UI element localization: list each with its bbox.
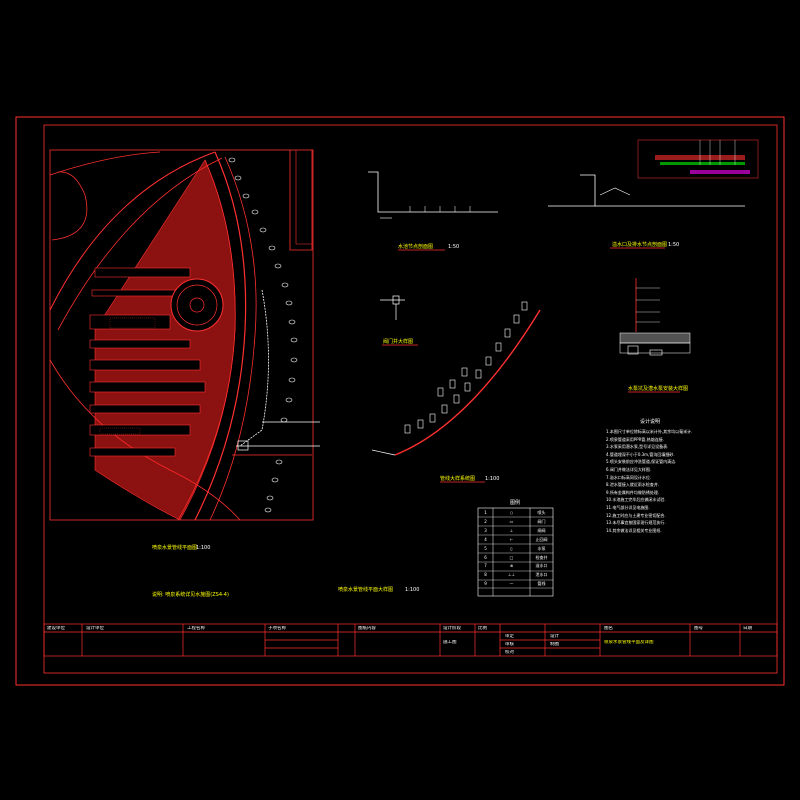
section2-title: 溢水口及排水节点剖面图 bbox=[612, 242, 668, 248]
arc-pipe-title: 管线大样系统图 bbox=[440, 476, 476, 482]
legend-row: 7⊗溢水口 bbox=[484, 563, 548, 569]
note-line: 6.阀门井做法详见大样图. bbox=[606, 466, 652, 472]
valve-title: 阀门井大样图 bbox=[383, 339, 414, 345]
notes-heading: 设计说明 bbox=[640, 419, 661, 425]
note-line: 4.管道埋深不小于0.3m,管沟回填细砂. bbox=[606, 451, 675, 457]
tb-check: 校对 bbox=[505, 650, 514, 655]
legend-row: 2▭阀门 bbox=[484, 518, 546, 524]
legend-title: 图例 bbox=[510, 500, 521, 506]
design-notes: 1.本图尺寸单位除标高以米计外,其余均以毫米计. 2.喷泉管道采用PPR管,热熔… bbox=[606, 428, 716, 534]
plan-scale: 1:100 bbox=[196, 545, 211, 551]
legend-row: 4⊢止回阀 bbox=[484, 536, 548, 542]
legend-row: 1○喷头 bbox=[484, 510, 546, 515]
note-line: 2.喷泉管道采用PPR管,热熔连接. bbox=[606, 436, 664, 442]
tb-approve: 审定 bbox=[505, 634, 514, 639]
note-line: 13.未尽事宜按国家现行规范执行. bbox=[606, 520, 666, 526]
arc-pipe-scale: 1:100 bbox=[485, 476, 500, 482]
note-line: 8.泄水管接入就近雨水检查井. bbox=[606, 482, 660, 488]
tb-drawing-name: 喷泉水景管线平面及详图 bbox=[604, 640, 654, 645]
arc-pipe-system bbox=[371, 301, 541, 483]
tb-draft: 制图 bbox=[550, 642, 559, 647]
title-block bbox=[43, 623, 778, 657]
tb-client: 建设单位 bbox=[47, 626, 65, 631]
pipe-plan-title: 喷泉水景管线平面大样图 bbox=[338, 587, 394, 593]
note-line: 5.喷头安装前应冲洗管道,保证管内清洁. bbox=[606, 459, 677, 465]
tb-phase: 施工图 bbox=[443, 640, 457, 645]
overflow-section-2 bbox=[548, 139, 759, 249]
note-line: 1.本图尺寸单位除标高以米计外,其余均以毫米计. bbox=[606, 429, 693, 434]
note-line: 9.所有金属构件均做防锈处理. bbox=[606, 489, 660, 495]
tb-review: 审核 bbox=[505, 642, 514, 647]
legend-rows: 1○喷头 2▭阀门 3⊥闸阀 4⊢止回阀 5▯水泵 6□检查井 7⊗溢水口 8⊥… bbox=[478, 509, 553, 589]
legend-row: 9—管线 bbox=[484, 581, 546, 587]
note-line: 3.水泵采用潜水泵,型号详见设备表. bbox=[606, 444, 669, 450]
tb-stage: 设计阶段 bbox=[443, 626, 461, 631]
sheet-inner-frame bbox=[43, 124, 778, 674]
pipe-plan-scale: 1:100 bbox=[405, 587, 420, 593]
section1-scale: 1:50 bbox=[448, 244, 460, 250]
plan-note: 说明: 喷泉系统详见水施图(ZS4-4) bbox=[152, 592, 229, 598]
tb-designer: 设计单位 bbox=[86, 626, 104, 631]
tb-subitem: 子项名称 bbox=[268, 626, 286, 631]
legend-row: 8⊥⊥泄水口 bbox=[484, 572, 548, 578]
note-line: 10.水池施工完毕后应做闭水试验. bbox=[606, 497, 666, 503]
tb-name-label: 图名 bbox=[604, 626, 613, 631]
tb-number: 图号 bbox=[694, 626, 703, 631]
pump-pit-detail bbox=[619, 278, 691, 393]
legend-table bbox=[477, 507, 554, 597]
valve-detail bbox=[380, 295, 418, 346]
note-line: 11.电气部分详见电施图. bbox=[606, 504, 650, 510]
note-line: 12.施工时应与土建专业密切配合. bbox=[606, 512, 666, 518]
fountain-plan-view bbox=[49, 149, 320, 521]
pit-title: 水泵坑及潜水泵安装大样图 bbox=[628, 386, 689, 392]
section2-scale: 1:50 bbox=[668, 242, 680, 248]
sheet-outer-border bbox=[15, 116, 785, 686]
note-line: 14.其余做法详见相关专业图纸. bbox=[606, 527, 662, 533]
legend-row: 5▯水泵 bbox=[484, 545, 546, 551]
plan-title: 喷泉水景管线平面图 bbox=[152, 545, 198, 551]
legend-row: 6□检查井 bbox=[484, 554, 548, 560]
pool-section-1 bbox=[368, 171, 498, 251]
legend-row: 3⊥闸阀 bbox=[484, 527, 546, 533]
tb-design: 设计 bbox=[550, 634, 559, 639]
tb-content: 图纸内容 bbox=[358, 626, 376, 631]
section1-title: 水池节点剖面图 bbox=[398, 244, 434, 250]
tb-date: 日期 bbox=[743, 626, 752, 631]
tb-scale: 比例 bbox=[478, 626, 487, 631]
tb-project: 工程名称 bbox=[187, 626, 205, 631]
note-line: 7.溢水口标高同设计水位. bbox=[606, 474, 652, 480]
